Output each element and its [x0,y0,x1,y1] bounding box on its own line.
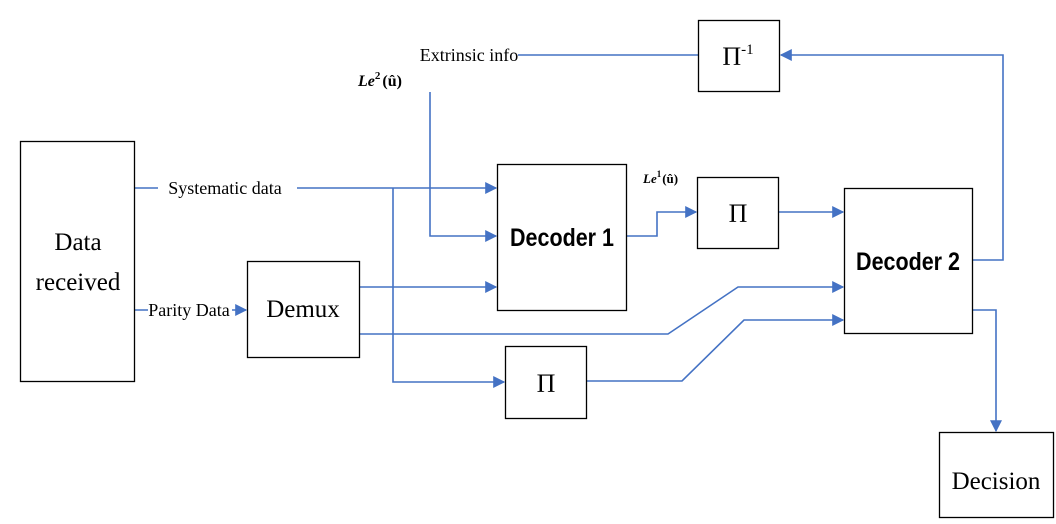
decoder1-block: Decoder 1 [496,163,628,312]
deinterleaver-superscript: -1 [741,42,754,58]
data-received-label-line1: Data [54,229,101,256]
demux-block: Demux [246,260,361,359]
decoder1-to-interleaver-wire [627,206,698,237]
data-received-label-line2: received [36,269,121,296]
le2-base: Le [357,73,375,90]
le2-argument: (û) [382,73,402,90]
decoder2-block: Decoder 2 [843,187,974,335]
le2-label: Le2(û) [357,70,402,90]
interleaver-bottom-block: Π [504,345,588,420]
decoder2-to-decision-wire [973,309,1002,433]
parity-data-label: Parity Data [148,300,229,320]
systematic-data-label: Systematic data [168,178,281,198]
decoder2-feedback-wire [779,49,1004,261]
svg-text:Π-1: Π-1 [722,42,753,71]
systematic-to-interleaver-wire [392,188,506,388]
interleaver-bottom-symbol: Π [537,369,556,398]
le2-to-decoder1-wire [429,92,498,242]
demux-to-decoder2-wire [360,281,845,335]
decoder1-label: Decoder 1 [510,223,614,251]
deinterleaver-block: Π-1 [697,19,781,93]
deinterleaver-symbol: Π [722,42,741,71]
le1-label: Le1(û) [642,169,678,186]
le2-superscript: 2 [375,70,381,82]
interleaver-top-block: Π [696,176,780,250]
connections [135,49,1004,433]
decision-block: Decision [938,431,1055,519]
le1-base: Le [642,171,657,186]
le1-argument: (û) [662,171,678,186]
extrinsic-info-label: Extrinsic info [420,45,518,65]
interleaver-top-symbol: Π [729,199,748,228]
decoder2-label: Decoder 2 [856,247,960,275]
data-received-block: Data received [19,140,136,383]
demux-label: Demux [266,296,340,323]
decision-label: Decision [952,468,1041,495]
interleaver-to-decoder2-wire [587,314,845,382]
le1-superscript: 1 [657,169,662,179]
